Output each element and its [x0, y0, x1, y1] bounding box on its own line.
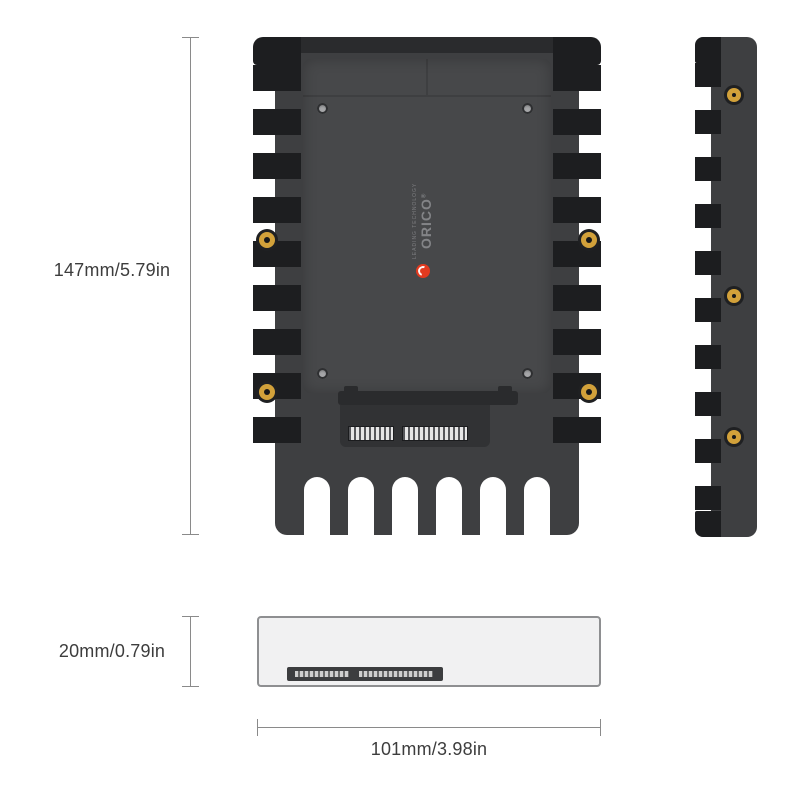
mount-hole-icon [522, 103, 533, 114]
sata-housing [340, 405, 490, 447]
gold-screw-icon [256, 229, 278, 251]
sata-data-pins [295, 671, 349, 677]
sata-connector [338, 386, 518, 457]
vent-slot [392, 477, 418, 535]
sata-power-pins [359, 671, 433, 677]
top-left-corner [253, 37, 301, 65]
front-view: LEADING TECHNOLOGY ORICO® [253, 37, 601, 535]
panel-seam [426, 59, 428, 95]
height-dimension-line [182, 37, 199, 535]
mount-hole-icon [317, 103, 328, 114]
sata-connector-bottom [287, 667, 443, 681]
mount-hole-icon [317, 368, 328, 379]
thickness-dimension-line [182, 616, 199, 687]
side-bottom-corner [695, 511, 721, 537]
top-rim [275, 37, 579, 53]
side-top-corner [695, 37, 721, 63]
gold-screw-icon [578, 381, 600, 403]
brand-text: LEADING TECHNOLOGY ORICO® [412, 183, 434, 259]
sata-power-pins [402, 426, 468, 441]
vent-slot [436, 477, 462, 535]
vent-slot [480, 477, 506, 535]
vent-slot [304, 477, 330, 535]
gold-screw-icon [578, 229, 600, 251]
orico-logo: LEADING TECHNOLOGY ORICO® [412, 183, 434, 278]
top-right-corner [553, 37, 601, 65]
sata-bracket [338, 386, 518, 405]
side-heat-fins [695, 63, 721, 513]
registered-mark: ® [421, 192, 428, 199]
gold-screw-icon [256, 381, 278, 403]
sata-data-pins [348, 426, 394, 441]
side-view [695, 37, 757, 537]
width-dimension-line [257, 719, 601, 736]
gold-screw-icon [724, 286, 744, 306]
orico-logo-mark-icon [416, 264, 430, 278]
mount-hole-icon [522, 368, 533, 379]
panel-seam [303, 95, 551, 97]
width-dimension-label: 101mm/3.98in [370, 739, 488, 759]
bottom-comb [275, 455, 579, 535]
vent-slot [348, 477, 374, 535]
bottom-view [257, 616, 601, 687]
drive-tray-panel [303, 59, 551, 393]
brand-wordmark: ORICO® [418, 192, 434, 250]
gold-screw-icon [724, 85, 744, 105]
vent-slot [524, 477, 550, 535]
thickness-dimension-label: 20mm/0.79in [58, 641, 166, 661]
height-dimension-label: 147mm/5.79in [53, 260, 171, 280]
gold-screw-icon [724, 427, 744, 447]
